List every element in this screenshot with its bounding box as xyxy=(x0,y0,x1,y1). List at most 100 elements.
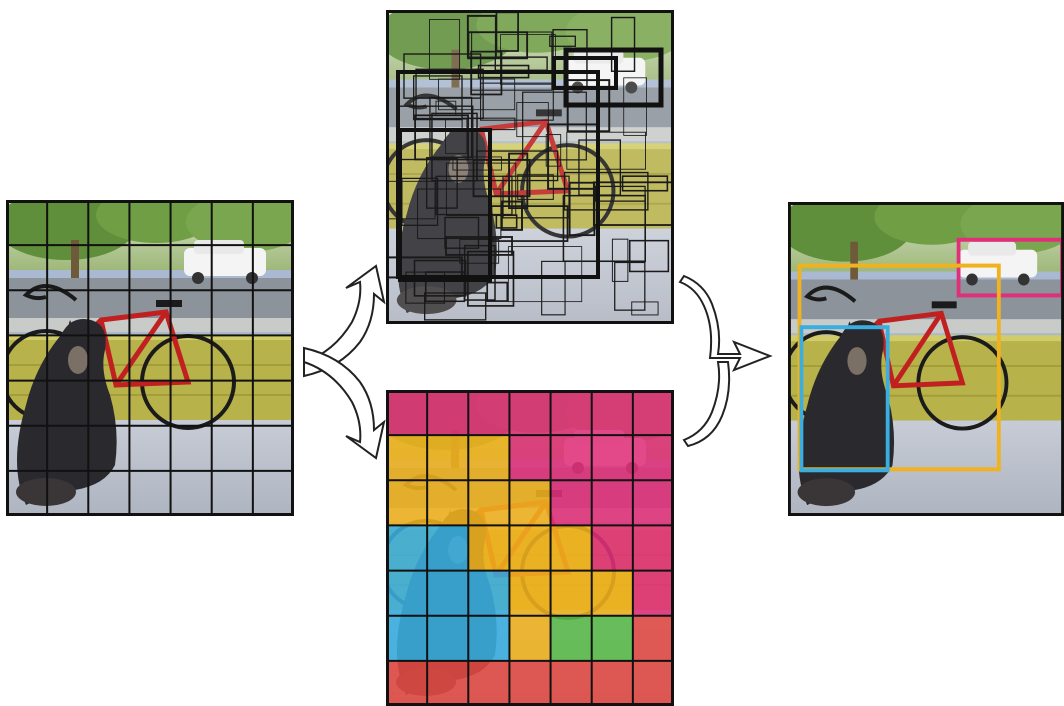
candidate-box xyxy=(549,35,576,47)
candidate-box xyxy=(500,200,523,231)
class-cell-car xyxy=(509,435,551,481)
candidate-box-strong xyxy=(552,56,618,90)
final-detections-image xyxy=(788,202,1064,516)
candidate-box xyxy=(438,78,516,111)
class-cell-bicycle xyxy=(386,480,428,526)
candidate-box xyxy=(415,68,484,120)
candidate-box xyxy=(445,118,468,154)
class-cell-bicycle xyxy=(509,480,551,526)
class-cell-bicycle xyxy=(550,525,592,571)
class-cell-background_red xyxy=(591,660,633,706)
candidate-box xyxy=(522,91,587,161)
candidate-box xyxy=(628,239,670,273)
class-cell-dog xyxy=(468,570,510,616)
class-probability-map xyxy=(386,390,674,706)
class-cell-car xyxy=(632,525,674,571)
class-cell-car xyxy=(591,435,633,481)
candidate-box xyxy=(507,246,583,303)
class-cell-dog xyxy=(386,570,428,616)
candidate-box xyxy=(471,31,553,91)
panel-border xyxy=(788,202,1064,516)
split-arrow-up xyxy=(303,264,386,378)
panel-border xyxy=(386,10,674,324)
class-cell-bicycle xyxy=(468,480,510,526)
candidate-box xyxy=(486,281,509,302)
candidate-box xyxy=(517,174,554,200)
candidate-box-strong xyxy=(398,128,492,282)
candidate-box xyxy=(466,14,497,59)
class-cell-car xyxy=(632,570,674,616)
bounding-boxes-image xyxy=(386,10,674,324)
class-cell-car xyxy=(427,390,469,436)
class-cell-background_red xyxy=(509,660,551,706)
class-cell-car xyxy=(632,390,674,436)
class-cell-car xyxy=(591,525,633,571)
class-cell-car xyxy=(591,390,633,436)
panel-border xyxy=(386,390,674,706)
class-cell-dog xyxy=(427,525,469,571)
class-cell-car xyxy=(468,390,510,436)
grid-lines xyxy=(6,200,294,516)
detection-box-dog xyxy=(799,325,890,473)
candidate-box xyxy=(545,134,562,167)
class-cell-bicycle xyxy=(550,570,592,616)
class-cell-background_green xyxy=(591,615,633,661)
class-cell-car xyxy=(550,480,592,526)
class-cell-bicycle xyxy=(509,525,551,571)
candidate-box xyxy=(621,175,669,192)
candidate-box xyxy=(541,260,566,316)
class-cell-background_red xyxy=(427,660,469,706)
class-cell-background_green xyxy=(550,615,592,661)
input-image-grid xyxy=(6,200,294,516)
bounding-boxes-panel xyxy=(386,10,674,324)
class-cell-dog xyxy=(468,615,510,661)
class-cells xyxy=(386,390,674,706)
class-cell-bicycle xyxy=(509,615,551,661)
candidate-box xyxy=(414,114,469,161)
class-cell-car xyxy=(632,435,674,481)
candidate-box xyxy=(444,216,480,249)
merge-arrow-top xyxy=(678,274,773,372)
class-cell-car xyxy=(550,390,592,436)
candidate-box xyxy=(516,102,549,138)
class-cell-car xyxy=(509,390,551,436)
class-cell-car xyxy=(632,480,674,526)
class-cell-bicycle xyxy=(509,570,551,616)
class-probability-map-panel xyxy=(386,390,674,706)
class-cell-car xyxy=(591,480,633,526)
class-cell-background_red xyxy=(468,660,510,706)
class-cell-dog xyxy=(427,570,469,616)
candidate-box xyxy=(610,16,636,72)
candidate-box xyxy=(566,131,646,170)
grid-lines xyxy=(386,390,674,706)
class-cell-bicycle xyxy=(468,435,510,481)
candidate-box xyxy=(495,214,518,229)
class-cell-dog xyxy=(386,525,428,571)
candidate-box xyxy=(403,53,482,99)
input-image-panel xyxy=(6,200,294,516)
class-cell-car xyxy=(386,390,428,436)
merge-arrow-bottom xyxy=(682,361,731,448)
class-cell-bicycle xyxy=(386,435,428,481)
candidate-box xyxy=(445,162,517,217)
candidate-box xyxy=(431,112,478,182)
class-cell-background_red xyxy=(550,660,592,706)
panel-border xyxy=(6,200,294,516)
class-cell-bicycle xyxy=(468,525,510,571)
class-cell-background_red xyxy=(632,615,674,661)
class-cell-bicycle xyxy=(427,480,469,526)
class-cell-car xyxy=(550,435,592,481)
candidate-box xyxy=(611,238,629,282)
candidate-box-strong xyxy=(563,47,664,108)
candidate-box xyxy=(472,158,531,198)
candidate-box xyxy=(424,271,466,303)
candidate-box xyxy=(508,152,529,210)
class-cell-dog xyxy=(386,615,428,661)
class-cell-bicycle xyxy=(591,570,633,616)
class-cell-background_red xyxy=(632,660,674,706)
final-detections-panel xyxy=(788,202,1064,516)
split-arrow-down xyxy=(303,346,386,460)
class-cell-bicycle xyxy=(427,435,469,481)
class-cell-dog xyxy=(427,615,469,661)
